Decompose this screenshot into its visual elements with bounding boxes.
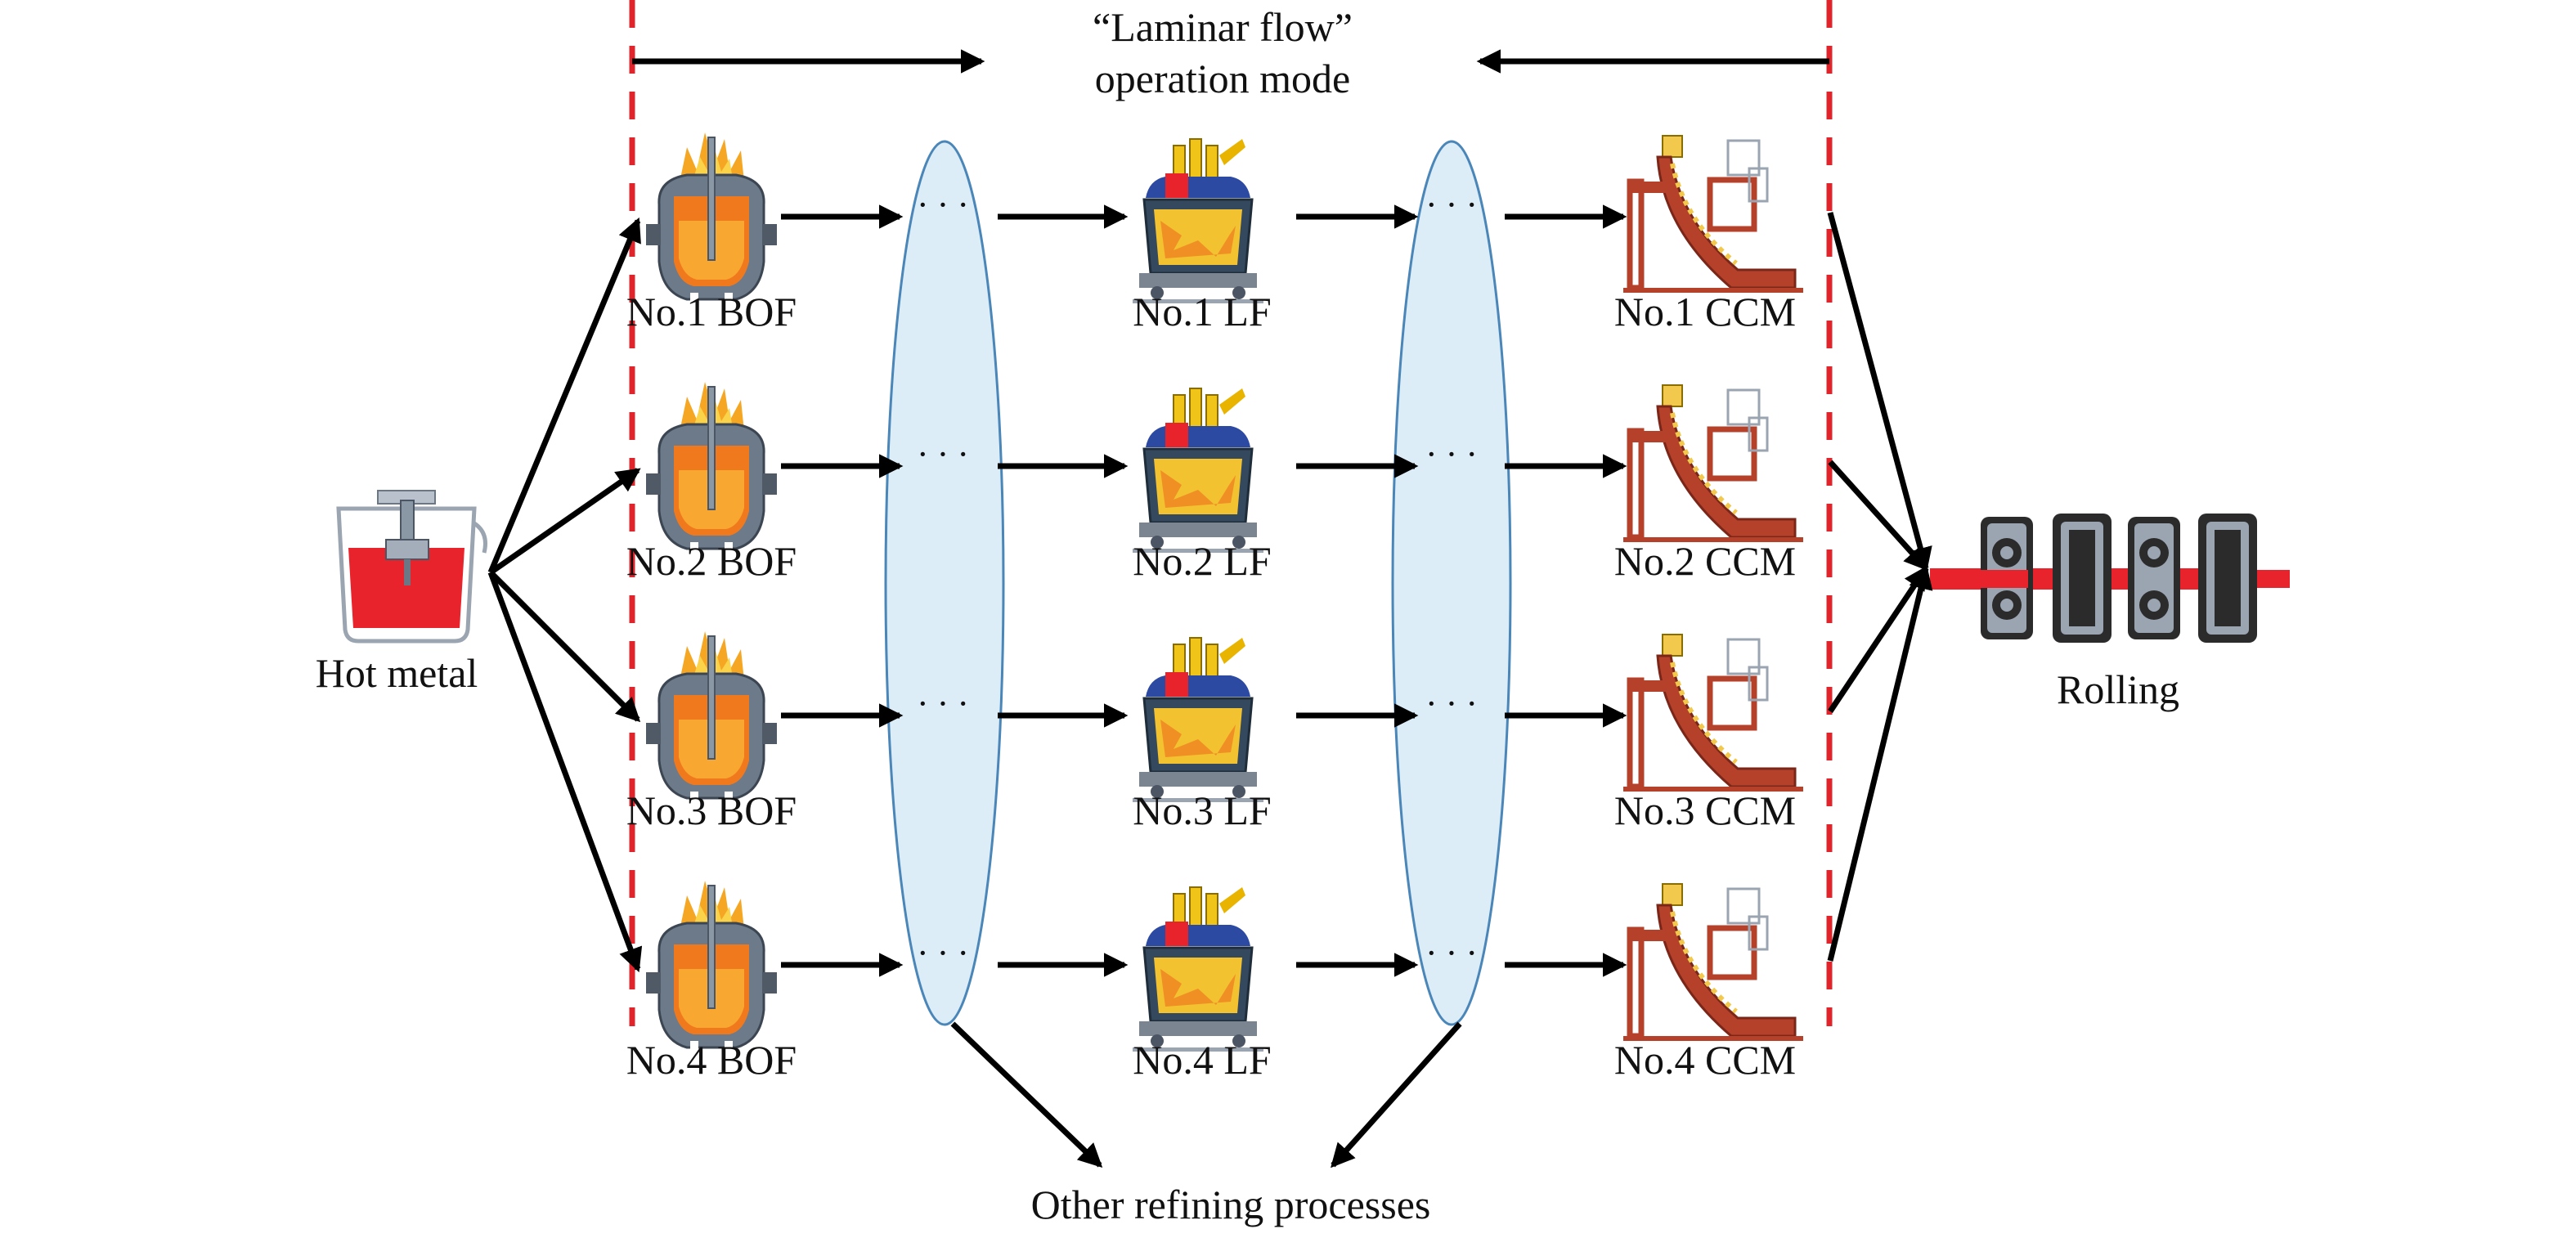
process-row-3: No.3 BOF No.3 LF No.3 CCM ··· ··· <box>488 565 1928 833</box>
transfer-1-dots-2: ··· <box>917 434 977 474</box>
lf-4-label: No.4 LF <box>1133 1037 1271 1083</box>
ccm-3-icon <box>1623 635 1803 792</box>
ccm-2-icon <box>1623 385 1803 542</box>
bof-2-icon <box>644 380 779 557</box>
process-row-2: No.2 BOF No.2 LF No.2 CCM ··· ··· <box>489 380 1928 584</box>
hot-metal-label: Hot metal <box>316 650 478 696</box>
transfer-2-dots-3: ··· <box>1425 684 1486 724</box>
ccm-2-label: No.2 CCM <box>1614 538 1796 584</box>
arrow-hotmetal-to-bof-4 <box>487 571 643 973</box>
arrow-ccm-4-to-rolling <box>1827 564 1933 962</box>
lf-2-icon <box>1131 387 1265 554</box>
arrow-hotmetal-to-bof-3 <box>488 570 641 723</box>
bof-4-label: No.4 BOF <box>626 1037 797 1083</box>
arrow-ccm-1-to-rolling <box>1827 212 1932 572</box>
transfer-1-dots-3: ··· <box>917 684 977 724</box>
rolling-label: Rolling <box>2057 666 2179 712</box>
transfer-1-dots-4: ··· <box>917 933 977 973</box>
arrow-ellipse2-to-other <box>1331 1021 1462 1168</box>
arrow-hotmetal-to-bof-1 <box>487 217 641 574</box>
bof-1-label: No.1 BOF <box>626 289 797 334</box>
bof-3-label: No.3 BOF <box>626 787 797 833</box>
header-line-2: operation mode <box>1095 56 1350 101</box>
lf-1-label: No.1 LF <box>1133 289 1271 334</box>
arrow-ccm-2-to-rolling <box>1828 460 1928 572</box>
lf-1-icon <box>1131 137 1265 305</box>
lf-2-label: No.2 LF <box>1133 538 1271 584</box>
rolling-mill-icon <box>1930 514 2290 643</box>
header-line-1: “Laminar flow” <box>1093 4 1353 50</box>
arrow-ccm-3-to-rolling <box>1828 565 1928 713</box>
lf-4-icon <box>1131 886 1265 1053</box>
other-refining-label: Other refining processes <box>1031 1182 1431 1227</box>
process-row-4: No.4 BOF No.4 LF No.4 CCM ··· ··· <box>487 564 1933 1083</box>
arrow-hotmetal-to-bof-2 <box>489 468 641 575</box>
ccm-4-label: No.4 CCM <box>1614 1037 1796 1083</box>
hot-metal-ladle-icon <box>336 490 487 644</box>
lf-3-label: No.3 LF <box>1133 787 1271 833</box>
transfer-2-dots-2: ··· <box>1425 434 1486 474</box>
lf-3-icon <box>1131 636 1265 804</box>
arrow-ellipse1-to-other <box>950 1021 1103 1168</box>
bof-4-icon <box>644 879 779 1056</box>
transfer-2-dots-4: ··· <box>1425 933 1486 973</box>
ccm-3-label: No.3 CCM <box>1614 787 1796 833</box>
bof-1-icon <box>644 131 779 307</box>
ccm-1-icon <box>1623 136 1803 293</box>
transfer-ellipse-1 <box>884 140 1005 1026</box>
transfer-2-dots-1: ··· <box>1425 185 1486 225</box>
ccm-4-icon <box>1623 884 1803 1041</box>
ccm-1-label: No.1 CCM <box>1614 289 1796 334</box>
transfer-1-dots-1: ··· <box>917 185 977 225</box>
bof-3-icon <box>644 630 779 806</box>
process-row-1: No.1 BOF No.1 LF No.1 CCM ··· ··· <box>487 131 1932 574</box>
bof-2-label: No.2 BOF <box>626 538 797 584</box>
transfer-ellipse-2 <box>1391 140 1512 1026</box>
